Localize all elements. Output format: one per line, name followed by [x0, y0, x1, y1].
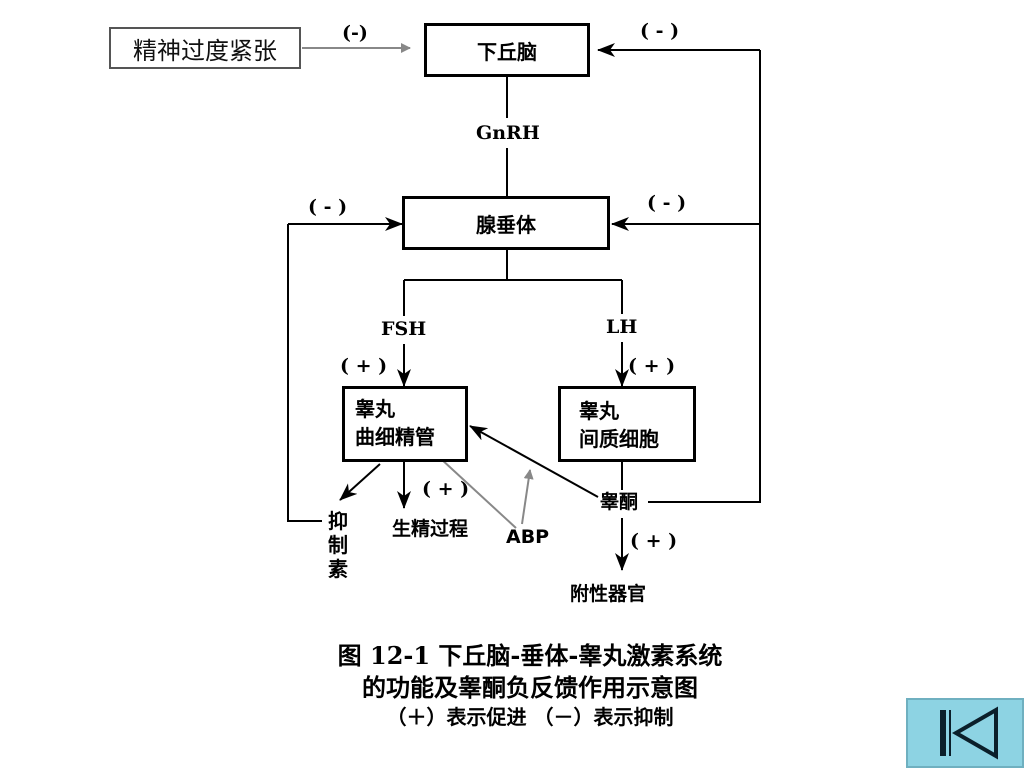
figure-caption-line3: （＋）表示促进 （－）表示抑制	[386, 705, 674, 729]
skip-back-icon	[940, 706, 998, 760]
stress-inhibit-sign: (-)	[342, 22, 368, 44]
stress-box: 精神过度紧张	[109, 27, 301, 69]
figure-caption-line2: 的功能及睾酮负反馈作用示意图	[362, 673, 698, 702]
seminiferous-tubule-node: 睾丸 曲细精管	[342, 386, 468, 462]
abp-line-from-tubule	[439, 457, 517, 529]
lh-label: LH	[606, 316, 638, 338]
lh-plus-sign: ( + )	[628, 355, 676, 377]
inhibin-feedback-line	[287, 224, 322, 522]
gnrh-label: GnRH	[476, 122, 540, 144]
pituitary-feedback-sign: ( - )	[647, 192, 687, 214]
hypothalamus-node: 下丘脑	[424, 23, 590, 77]
leydig-cell-node: 睾丸 间质细胞	[558, 386, 696, 462]
tubule-label-line1: 睾丸	[355, 397, 395, 421]
inhibin-char-3: 素	[328, 557, 348, 581]
leydig-label-line2: 间质细胞	[579, 427, 659, 451]
fsh-plus-sign: ( + )	[340, 355, 388, 377]
leydig-label-line1: 睾丸	[579, 399, 619, 423]
abp-arrow-to-testosterone	[521, 469, 534, 525]
testosterone-feedback-line	[648, 50, 761, 503]
hypothalamus-feedback-sign: ( - )	[640, 20, 680, 42]
pituitary-node: 腺垂体	[402, 196, 610, 250]
abp-label: ABP	[506, 526, 550, 548]
inhibin-char-2: 制	[328, 533, 348, 557]
fsh-label: FSH	[381, 318, 427, 340]
spermatogenesis-plus-sign: ( + )	[422, 478, 470, 500]
inhibin-char-1: 抑	[328, 509, 348, 533]
back-to-start-button[interactable]	[906, 698, 1024, 768]
accessory-plus-sign: ( + )	[630, 530, 678, 552]
inhibin-feedback-sign: ( - )	[308, 196, 348, 218]
inhibin-label: 抑 制 素	[326, 509, 350, 581]
accessory-organs-label: 附性器官	[570, 583, 647, 605]
inhibin-arrow	[339, 463, 381, 501]
pituitary-label: 腺垂体	[476, 212, 536, 237]
figure-caption-line1: 图 12-1 下丘脑-垂体-睾丸激素系统	[337, 641, 723, 670]
spermatogenesis-label: 生精过程	[392, 518, 469, 540]
testosterone-label: 睾酮	[600, 491, 639, 513]
hypothalamus-label: 下丘脑	[477, 39, 537, 64]
testosterone-to-tubule	[469, 425, 599, 498]
tubule-label-line2: 曲细精管	[355, 425, 435, 449]
